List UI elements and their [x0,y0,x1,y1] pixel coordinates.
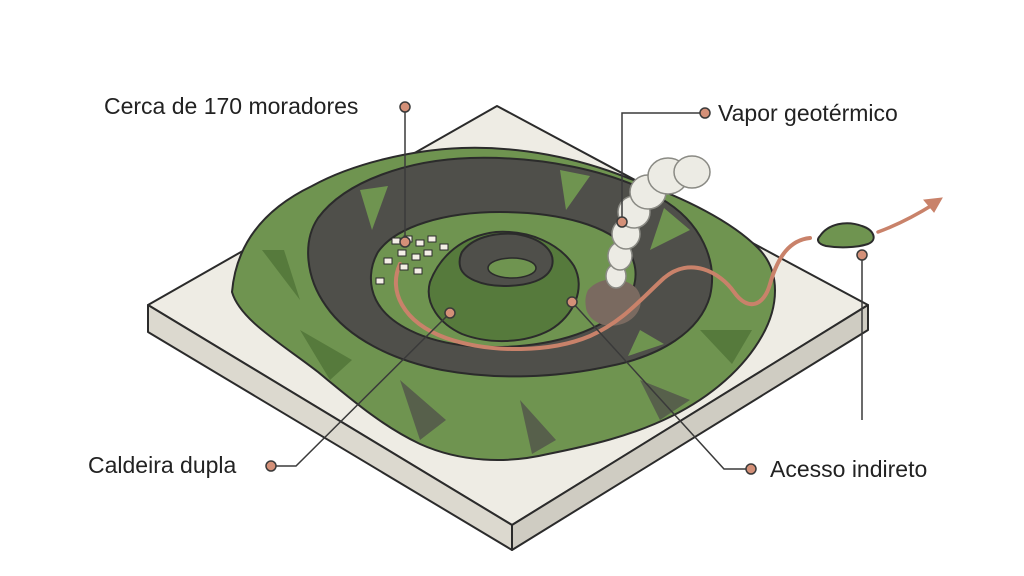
sea-route [876,202,936,234]
marker-islet-point [856,249,868,261]
wall-vegetation [628,330,664,356]
slope-ridge [300,330,352,380]
crater-lake [487,257,537,279]
slope-ridge [262,250,300,300]
slope-ridge [520,400,556,454]
marker-residents-label [399,101,411,113]
slope-ridge [700,330,752,364]
steam-plume [605,155,711,289]
marker-caldera-point [444,307,456,319]
leader-caldera [271,312,451,467]
marker-residents-point [399,236,411,248]
label-indirect-access: Acesso indireto [770,456,928,482]
label-residents: Cerca de 170 moradores [104,93,359,119]
wall-vegetation [360,186,388,230]
marker-access-label [745,463,757,475]
wall-vegetation [650,208,690,250]
leader-lines [271,107,863,470]
marker-steam-label [699,107,711,119]
marker-caldera-label [265,460,277,472]
leader-access [571,301,751,470]
marker-access-point [566,296,578,308]
leader-steam [621,112,705,220]
label-markers [265,101,868,475]
small-islet [817,222,875,249]
route-arrow-icon [923,197,943,213]
slope-ridge [400,380,446,440]
access-route [394,236,812,352]
base-right-side [511,304,869,551]
label-geothermal-steam: Vapor geotérmico [718,100,898,126]
label-double-caldera: Caldeira dupla [88,452,237,478]
marker-steam-point [616,216,628,228]
wall-vegetation [560,170,590,210]
